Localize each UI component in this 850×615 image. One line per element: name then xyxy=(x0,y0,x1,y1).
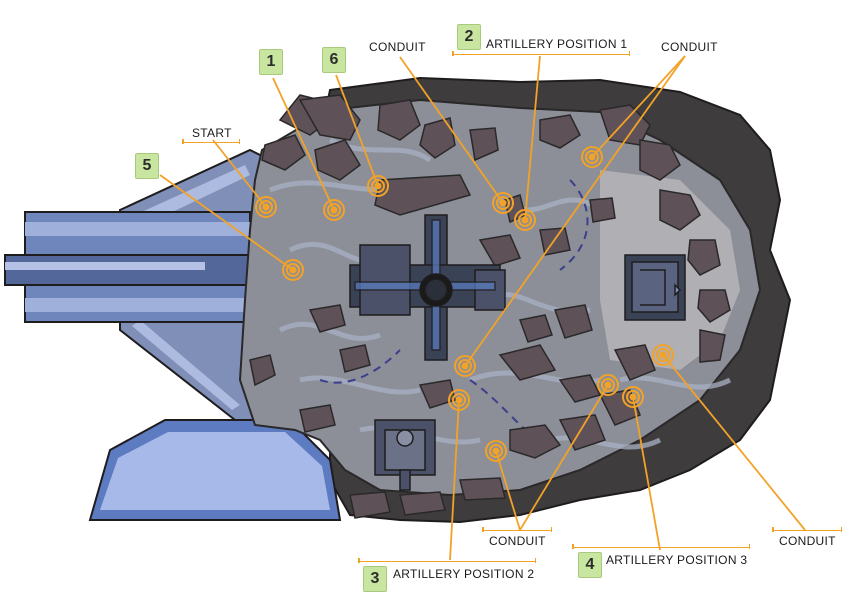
target-markers xyxy=(255,146,674,462)
label-conduit-right-underline xyxy=(772,526,842,532)
label-conduit-right: CONDUIT xyxy=(779,534,836,548)
central-structure xyxy=(349,214,506,361)
marker-artillery-1 xyxy=(514,209,536,231)
marker-conduit-right xyxy=(652,344,674,366)
label-conduit-bottom-underline xyxy=(482,526,552,532)
ship-hull-stripe-lower xyxy=(132,320,240,410)
label-start: START xyxy=(192,126,232,140)
marker-artillery-3 xyxy=(622,386,644,408)
badge-4: 4 xyxy=(578,552,602,578)
ship-barrel-band-1 xyxy=(25,222,250,236)
marker-6 xyxy=(367,175,389,197)
badge-1: 1 xyxy=(259,49,283,75)
lower-building xyxy=(374,419,436,491)
label-artillery-2-underline xyxy=(358,557,536,563)
label-artillery-3: ARTILLERY POSITION 3 xyxy=(606,553,748,567)
marker-conduit-center xyxy=(454,355,476,377)
leader-lines xyxy=(159,55,806,561)
label-artillery-2: ARTILLERY POSITION 2 xyxy=(393,567,535,581)
label-conduit-top-left: CONDUIT xyxy=(369,40,426,54)
label-artillery-1-underline xyxy=(452,50,630,56)
right-building xyxy=(624,254,686,321)
marker-artillery-2 xyxy=(448,389,470,411)
label-conduit-top-right: CONDUIT xyxy=(661,40,718,54)
ship-hull-stripe xyxy=(135,165,250,225)
badge-5: 5 xyxy=(135,153,159,179)
marker-conduit-top-left xyxy=(492,192,514,214)
ship-barrel-band-2 xyxy=(25,298,250,312)
label-start-underline xyxy=(182,138,240,144)
ship-barrel-core-highlight xyxy=(5,262,205,270)
marker-conduit-top-right xyxy=(581,146,603,168)
marker-1 xyxy=(323,199,345,221)
marker-conduit-bottom-b xyxy=(597,374,619,396)
marker-5 xyxy=(282,259,304,281)
marker-conduit-bottom-a xyxy=(485,440,507,462)
badge-2: 2 xyxy=(457,24,481,50)
ship-lower-plate-inner xyxy=(100,432,330,510)
label-artillery-3-underline xyxy=(572,543,750,549)
badge-3: 3 xyxy=(363,566,387,592)
badge-6: 6 xyxy=(322,47,346,73)
label-artillery-1: ARTILLERY POSITION 1 xyxy=(486,37,628,51)
marker-start xyxy=(255,196,277,218)
label-conduit-bottom: CONDUIT xyxy=(489,534,546,548)
